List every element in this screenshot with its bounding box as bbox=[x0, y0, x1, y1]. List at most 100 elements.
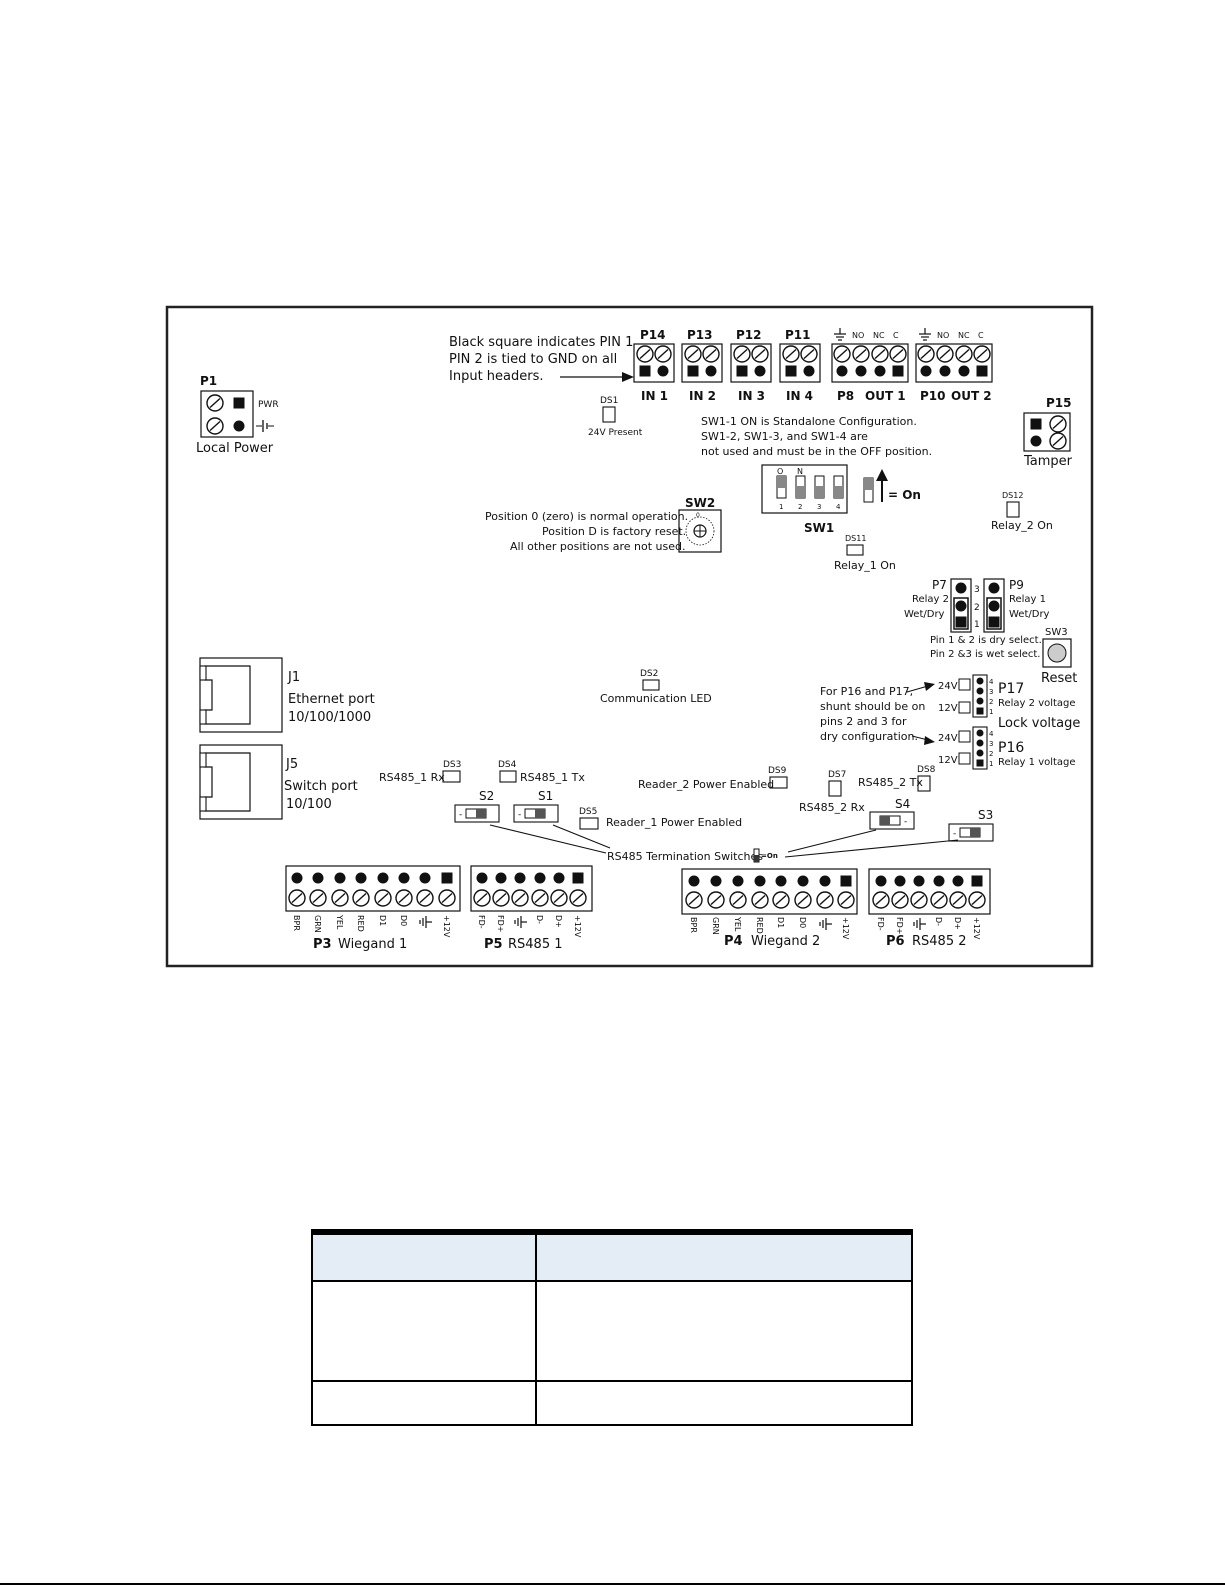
relay2-voltage-label: Relay 2 voltage bbox=[998, 698, 1076, 709]
p3-yel: YEL bbox=[335, 914, 344, 930]
p10-c-label: C bbox=[978, 331, 984, 340]
note-pin1-line3: Input headers. bbox=[449, 369, 544, 384]
p17-pin3: 3 bbox=[989, 688, 993, 696]
in2-label: IN 2 bbox=[689, 389, 716, 403]
pin12-note: Pin 1 & 2 is dry select. bbox=[930, 635, 1042, 646]
p5-fdm: FD- bbox=[477, 915, 486, 929]
ds12-led bbox=[1006, 501, 1020, 518]
sw1-label: SW1 bbox=[804, 521, 834, 535]
p3-label: P3 bbox=[313, 937, 332, 952]
table-cell bbox=[536, 1281, 912, 1382]
board-outline bbox=[165, 305, 1094, 968]
in4-label: IN 4 bbox=[786, 389, 813, 403]
sw1-note-line2: SW1-2, SW1-3, and SW1-4 are bbox=[701, 430, 868, 443]
switch-port-label: Switch port bbox=[284, 779, 358, 794]
p4-d1: D1 bbox=[776, 917, 785, 928]
ds11-label: DS11 bbox=[845, 534, 866, 543]
p5-label: P5 bbox=[484, 937, 503, 952]
p4-yel: YEL bbox=[733, 916, 742, 932]
ds7-label: DS7 bbox=[828, 770, 846, 780]
local-power-label: Local Power bbox=[196, 441, 274, 456]
sw1-pos3: 3 bbox=[817, 503, 821, 511]
p8-no-label: NO bbox=[852, 331, 864, 340]
table-row bbox=[312, 1381, 912, 1426]
p9-relay1-label: Relay 1 bbox=[1009, 594, 1046, 605]
termination-leader-lines bbox=[489, 824, 959, 858]
sw1-n: N bbox=[797, 467, 803, 476]
p4-label: P4 bbox=[724, 934, 743, 949]
p6-dm: D- bbox=[934, 917, 943, 926]
shunt-note-line2: shunt should be on bbox=[820, 700, 925, 713]
eth-speed-label: 10/100/1000 bbox=[288, 710, 371, 725]
table-row bbox=[312, 1281, 912, 1382]
p4-connector bbox=[681, 868, 858, 915]
ethernet-label: Ethernet port bbox=[288, 692, 375, 707]
p6-fdp: FD+ bbox=[895, 917, 904, 934]
termination-switches-label: RS485 Termination Switches bbox=[607, 850, 763, 863]
rs485-2-rx-label: RS485_2 Rx bbox=[799, 801, 865, 814]
page-bottom-rule bbox=[0, 1583, 1225, 1585]
pin23-note: Pin 2 &3 is wet select. bbox=[930, 649, 1040, 660]
p3-bpr: BPR bbox=[292, 915, 301, 931]
p7-pin3: 3 bbox=[974, 585, 980, 595]
relay2-on-label: Relay_2 On bbox=[991, 519, 1053, 532]
shunt-note-line3: pins 2 and 3 for bbox=[820, 715, 907, 728]
ds4-label: DS4 bbox=[498, 760, 517, 770]
p17-label: P17 bbox=[998, 681, 1024, 697]
p9-label: P9 bbox=[1009, 578, 1024, 592]
p7-pin1: 1 bbox=[974, 620, 980, 630]
sw3-label: SW3 bbox=[1045, 627, 1068, 638]
p15-label: P15 bbox=[1046, 396, 1072, 410]
sw1-pos1: 1 bbox=[779, 503, 783, 511]
ds8-led bbox=[917, 775, 931, 792]
p17-pin2: 2 bbox=[989, 698, 993, 706]
p6-label: P6 bbox=[886, 934, 905, 949]
p6-fdm: FD- bbox=[876, 917, 885, 931]
p7-label: P7 bbox=[932, 578, 947, 592]
p16-header bbox=[972, 726, 988, 770]
p5-dp: D+ bbox=[554, 915, 563, 928]
p5-fdp: FD+ bbox=[496, 915, 505, 932]
p11-label: P11 bbox=[785, 328, 811, 342]
table-cell bbox=[536, 1381, 912, 1426]
p3-d1: D1 bbox=[378, 915, 387, 926]
spec-table bbox=[311, 1229, 913, 1426]
ds9-label: DS9 bbox=[768, 766, 787, 776]
sw1-pos2: 2 bbox=[798, 503, 802, 511]
s4-label: S4 bbox=[895, 797, 910, 811]
ds9-led bbox=[769, 776, 788, 789]
sw1-note-line1: SW1-1 ON is Standalone Configuration. bbox=[701, 415, 917, 428]
sw1-toggles bbox=[776, 475, 844, 499]
table-cell bbox=[312, 1381, 537, 1426]
in3-label: IN 3 bbox=[738, 389, 765, 403]
p16-24v-label: 24V bbox=[938, 733, 958, 744]
p8-nc-label: NC bbox=[873, 331, 885, 340]
j1-label: J1 bbox=[287, 670, 300, 685]
s3-label: S3 bbox=[978, 808, 993, 822]
ds2-led bbox=[642, 679, 660, 691]
out2-label: OUT 2 bbox=[951, 389, 992, 403]
p4-bpr: BPR bbox=[689, 917, 698, 933]
sw2-note-line1: Position 0 (zero) is normal operation. bbox=[485, 510, 688, 523]
in1-label: IN 1 bbox=[641, 389, 668, 403]
relay1-voltage-label: Relay 1 voltage bbox=[998, 757, 1076, 768]
p3-grn: GRN bbox=[313, 915, 322, 933]
ds3-led bbox=[442, 770, 461, 783]
p16-pin3: 3 bbox=[989, 740, 993, 748]
p7-pin2: 2 bbox=[974, 603, 980, 613]
p3-red: RED bbox=[356, 915, 365, 932]
ds1-desc: 24V Present bbox=[588, 428, 643, 438]
p5-dm: D- bbox=[535, 915, 544, 924]
p10-label: P10 bbox=[920, 389, 946, 403]
p6-connector bbox=[868, 868, 991, 915]
ds3-label: DS3 bbox=[443, 760, 461, 770]
rs485-1-label: RS485 1 bbox=[508, 937, 563, 952]
svg-text:-: - bbox=[904, 817, 907, 827]
battery-icon bbox=[256, 420, 274, 432]
p3-d0: D0 bbox=[399, 915, 408, 926]
sw1-note-line3: not used and must be in the OFF position… bbox=[701, 445, 932, 458]
rs485-2-tx-label: RS485_2 Tx bbox=[858, 776, 923, 789]
p9-wetdry-label: Wet/Dry bbox=[1009, 609, 1050, 620]
p8-c-label: C bbox=[893, 331, 899, 340]
